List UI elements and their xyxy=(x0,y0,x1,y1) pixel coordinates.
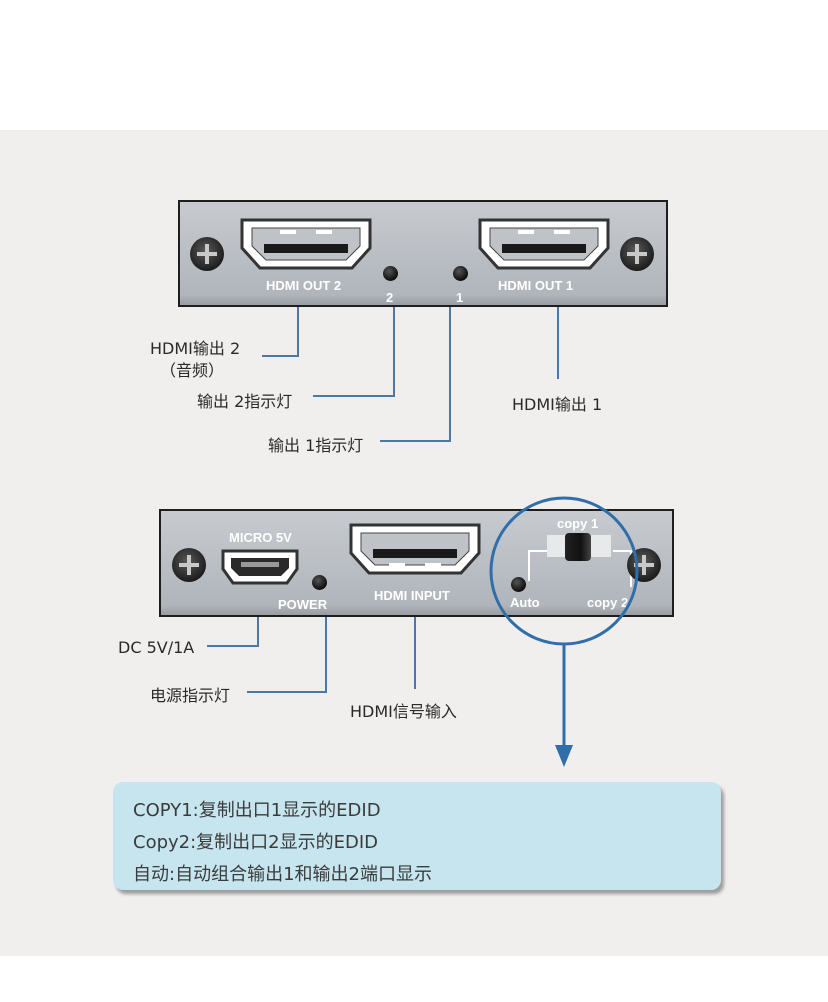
micro-5v-label: MICRO 5V xyxy=(229,530,292,545)
hdmi-out-2-port xyxy=(240,218,372,270)
panel-shade xyxy=(180,295,666,305)
leader-power-led xyxy=(325,617,327,693)
hdmi-out-1-port xyxy=(478,218,610,270)
output-2-led xyxy=(383,266,398,281)
leader-hdmi-out1 xyxy=(557,307,559,379)
leader-led1-h xyxy=(380,440,451,442)
auto-position-led xyxy=(511,577,526,592)
leader-power-led-h xyxy=(247,691,327,693)
callout-hdmi-input: HDMI信号输入 xyxy=(350,702,457,721)
note-copy1: COPY1:复制出口1显示的EDID xyxy=(133,800,381,821)
leader-dc xyxy=(257,617,259,647)
leader-dc-h xyxy=(207,645,259,647)
hdmi-out-1-label: HDMI OUT 1 xyxy=(498,278,574,293)
switch-auto-label: Auto xyxy=(510,595,540,610)
top-device-panel: HDMI OUT 2 2 1 HDMI OUT 1 xyxy=(178,200,668,307)
switch-copy1-label: copy 1 xyxy=(557,516,599,531)
leader-hdmi-input xyxy=(414,617,416,689)
right-screw xyxy=(627,548,661,582)
panel-shade xyxy=(161,605,672,615)
switch-knob[interactable] xyxy=(565,533,591,561)
leader-led1 xyxy=(449,307,451,442)
left-screw xyxy=(172,548,206,582)
note-copy2: Copy2:复制出口2显示的EDID xyxy=(133,832,379,853)
left-screw xyxy=(190,237,224,271)
switch-copy2-label: copy 2 xyxy=(587,595,629,610)
leader-hdmi-out2 xyxy=(297,307,299,357)
output-1-led xyxy=(453,266,468,281)
led-2-number: 2 xyxy=(386,290,394,305)
callout-led1: 输出 1指示灯 xyxy=(268,436,364,455)
micro-usb-port xyxy=(221,549,299,585)
callout-hdmi-out2-audio: （音频） xyxy=(160,361,225,380)
power-led xyxy=(312,575,327,590)
callout-dc: DC 5V/1A xyxy=(118,638,195,657)
power-label: POWER xyxy=(278,597,328,612)
note-auto: 自动:自动组合输出1和输出2端口显示 xyxy=(133,864,432,885)
callout-hdmi-out1: HDMI输出 1 xyxy=(512,395,603,414)
bottom-device-panel: MICRO 5V POWER HDMI INPUT copy 1 Auto co… xyxy=(159,509,674,617)
hdmi-input-port xyxy=(349,523,481,575)
leader-hdmi-out2-h xyxy=(262,355,299,357)
callout-hdmi-out2: HDMI输出 2 xyxy=(150,339,241,358)
leader-led2 xyxy=(393,307,395,397)
hdmi-out-2-label: HDMI OUT 2 xyxy=(266,278,342,293)
callout-led2: 输出 2指示灯 xyxy=(197,392,293,411)
callout-power-led: 电源指示灯 xyxy=(150,686,231,705)
right-screw xyxy=(620,237,654,271)
leader-led2-h xyxy=(313,395,395,397)
led-1-number: 1 xyxy=(456,290,464,305)
hdmi-input-label: HDMI INPUT xyxy=(374,588,450,603)
edid-note-box: COPY1:复制出口1显示的EDID Copy2:复制出口2显示的EDID 自动… xyxy=(113,782,721,890)
switch-highlight xyxy=(489,496,639,767)
